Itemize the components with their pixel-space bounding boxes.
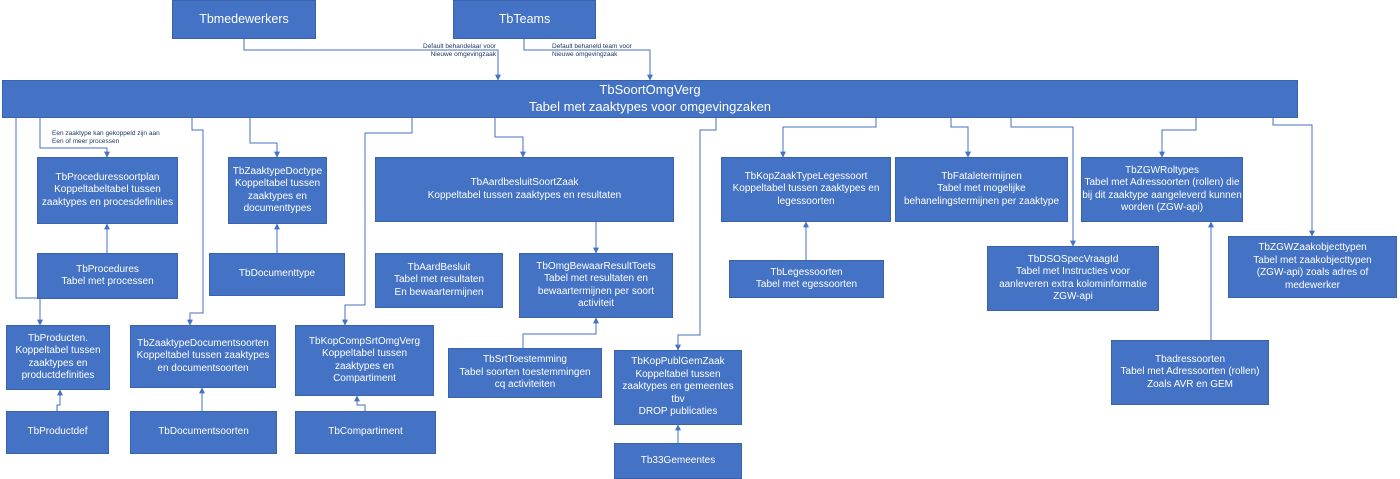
tbdsospecvraagid-box[interactable]: TbDSOSpecVraagId Tabel met Instructies v… — [987, 246, 1159, 311]
tbmedewerkers-box[interactable]: Tbmedewerkers — [172, 0, 316, 39]
tbkoppublgemzaak-box[interactable]: TbKopPublGemZaak Koppeltabel tussen zaak… — [614, 350, 742, 425]
tbaardbesluit-box[interactable]: TbAardBesluit Tabel met resultaten En be… — [375, 253, 503, 308]
tbomgbewaarresulttoets-box[interactable]: TbOmgBewaarResultToets Tabel met resulta… — [519, 253, 673, 318]
tbdocumentsoorten-label: TbDocumentsoorten — [158, 426, 249, 438]
tbsoortomgverg-box[interactable]: TbSoortOmgVerg Tabel met zaaktypes voor … — [2, 80, 1298, 118]
tbzaaktypedoctype-box[interactable]: TbZaaktypeDoctype Koppeltabel tussen zaa… — [228, 157, 327, 224]
tbproceduressoortplan-box[interactable]: TbProceduressoortplan Koppeltabeltabel t… — [37, 157, 178, 224]
link-productdef-producten — [56, 389, 63, 411]
tbkopzaaktypelegessoort-label: TbKopZaakTypeLegessoort Koppeltabel tuss… — [732, 170, 880, 207]
tbcompartiment-box[interactable]: TbCompartiment — [295, 411, 436, 454]
tb33gemeentes-label: Tb33Gemeentes — [640, 454, 716, 466]
tbsrttoestemming-box[interactable]: TbSrtToestemming Tabel soorten toestemmi… — [448, 348, 602, 398]
link-soortomgverg-fataletermijnen — [950, 118, 971, 158]
link-compartiment-kopcompsrtomgverg — [354, 395, 366, 411]
tbdocumentsoorten-box[interactable]: TbDocumentsoorten — [130, 411, 277, 454]
link-soortomgverg-koppublgemzaak — [675, 118, 717, 351]
tbproducten-label: TbProducten. Koppeltabel tussen zaaktype… — [15, 332, 101, 382]
tb33gemeentes-box[interactable]: Tb33Gemeentes — [614, 443, 742, 479]
tbsoortomgverg-label: TbSoortOmgVerg Tabel met zaaktypes voor … — [528, 82, 772, 114]
tbaardbesluitsoortzaak-box[interactable]: TbAardbesluitSoortZaak Koppeltabel tusse… — [375, 157, 674, 222]
link-soortomgverg-zgwzaakobjecttypen — [1272, 118, 1315, 237]
tbzaaktypedocumentsoorten-label: TbZaaktypeDocumentsoorten Koppeltabel tu… — [136, 337, 270, 374]
tbaardbesluitsoortzaak-label: TbAardbesluitSoortZaak Koppeltabel tusse… — [427, 177, 622, 201]
tbfataletermijnen-box[interactable]: TbFataletermijnen Tabel met mogelijke be… — [895, 157, 1068, 222]
link-soortomgverg-dsospecvraagid — [1010, 118, 1076, 247]
tbomgbewaarresulttoets-label: TbOmgBewaarResultToets Tabel met resulta… — [536, 260, 656, 310]
link-soortomgverg-zaaktypedocumentsoorten — [187, 118, 204, 326]
tbzgwroltypes-label: TbZGWRoltypes Tabel met Adressoorten (ro… — [1082, 164, 1242, 214]
tbzgwzaakobjecttypen-label: TbZGWZaakobjecttypen Tabel met zaakobjec… — [1253, 242, 1372, 291]
tbkoppublgemzaak-label: TbKopPublGemZaak Koppeltabel tussen zaak… — [622, 356, 734, 418]
link-soortomgverg-zgwroltypes — [1159, 118, 1197, 158]
tbproducten-box[interactable]: TbProducten. Koppeltabel tussen zaaktype… — [6, 325, 110, 390]
tbkopcompsrtomgverg-box[interactable]: TbKopCompSrtOmgVerg Koppeltabel tussen z… — [295, 325, 434, 396]
tbprocedures-label: TbProcedures Tabel met processen — [61, 263, 154, 288]
tbdsospecvraagid-label: TbDSOSpecVraagId Tabel met Instructies v… — [999, 253, 1147, 303]
link-teams-soortomgverg — [523, 39, 653, 81]
tbzaaktypedoctype-label: TbZaaktypeDoctype Koppeltabel tussen zaa… — [232, 165, 323, 215]
tbproceduressoortplan-label: TbProceduressoortplan Koppeltabeltabel t… — [41, 171, 174, 208]
tbkopzaaktypelegessoort-box[interactable]: TbKopZaakTypeLegessoort Koppeltabel tuss… — [721, 157, 891, 222]
link-srttoestemming-omgbewaarresulttoets — [522, 317, 599, 348]
note-default-behandelaar: Default behandelaar voor Nieuwe omgeving… — [423, 43, 496, 59]
link-soortomgverg-kopzaaktypelegessoort — [780, 118, 877, 158]
tbzgwzaakobjecttypen-box[interactable]: TbZGWZaakobjecttypen Tabel met zaakobjec… — [1228, 236, 1397, 298]
note-default-behandelteam: Default behaneld team voor Nieuwe omgevi… — [552, 43, 632, 59]
tbprocedures-box[interactable]: TbProcedures Tabel met processen — [37, 253, 178, 299]
tbmedewerkers-label: Tbmedewerkers — [199, 12, 289, 27]
link-soortomgverg-proceduressoortplan — [39, 118, 110, 158]
tbfataletermijnen-label: TbFataletermijnen Tabel met mogelijke be… — [903, 170, 1060, 207]
link-soortomgverg-kopcompsrtomgverg — [342, 118, 413, 326]
tbdocumenttype-label: TbDocumenttype — [238, 268, 316, 280]
tblegessoorten-box[interactable]: TbLegessoorten Tabel met egessoorten — [729, 260, 884, 298]
tblegessoorten-label: TbLegessoorten Tabel met egessoorten — [755, 266, 858, 291]
tbdocumenttype-box[interactable]: TbDocumenttype — [209, 253, 345, 296]
tbkopcompsrtomgverg-label: TbKopCompSrtOmgVerg Koppeltabel tussen z… — [308, 335, 421, 385]
tbadressoorten-label: Tbadressoorten Tabel met Adressoorten (r… — [1120, 353, 1260, 390]
tbteams-label: TbTeams — [498, 12, 551, 27]
link-soortomgverg-producten — [15, 118, 43, 326]
link-soortomgverg-aardbesluitsoortzaak — [494, 118, 526, 158]
tbteams-box[interactable]: TbTeams — [453, 0, 596, 39]
note-procesdefinities: Een zaaktype kan gekoppeld zijn aan Een … — [52, 130, 160, 146]
tbproductdef-box[interactable]: TbProductdef — [6, 411, 109, 454]
tbzgwroltypes-box[interactable]: TbZGWRoltypes Tabel met Adressoorten (ro… — [1081, 157, 1243, 222]
tbzaaktypedocumentsoorten-box[interactable]: TbZaaktypeDocumentsoorten Koppeltabel tu… — [130, 325, 276, 388]
tbproductdef-label: TbProductdef — [27, 426, 88, 438]
tbaardbesluit-label: TbAardBesluit Tabel met resultaten En be… — [393, 261, 485, 298]
tbcompartiment-label: TbCompartiment — [328, 426, 403, 438]
link-medewerkers-soortomgverg — [243, 39, 501, 81]
link-soortomgverg-zaaktypedoctype — [249, 118, 280, 158]
tbadressoorten-box[interactable]: Tbadressoorten Tabel met Adressoorten (r… — [1111, 340, 1269, 405]
tbsrttoestemming-label: TbSrtToestemming Tabel soorten toestemmi… — [459, 354, 591, 391]
